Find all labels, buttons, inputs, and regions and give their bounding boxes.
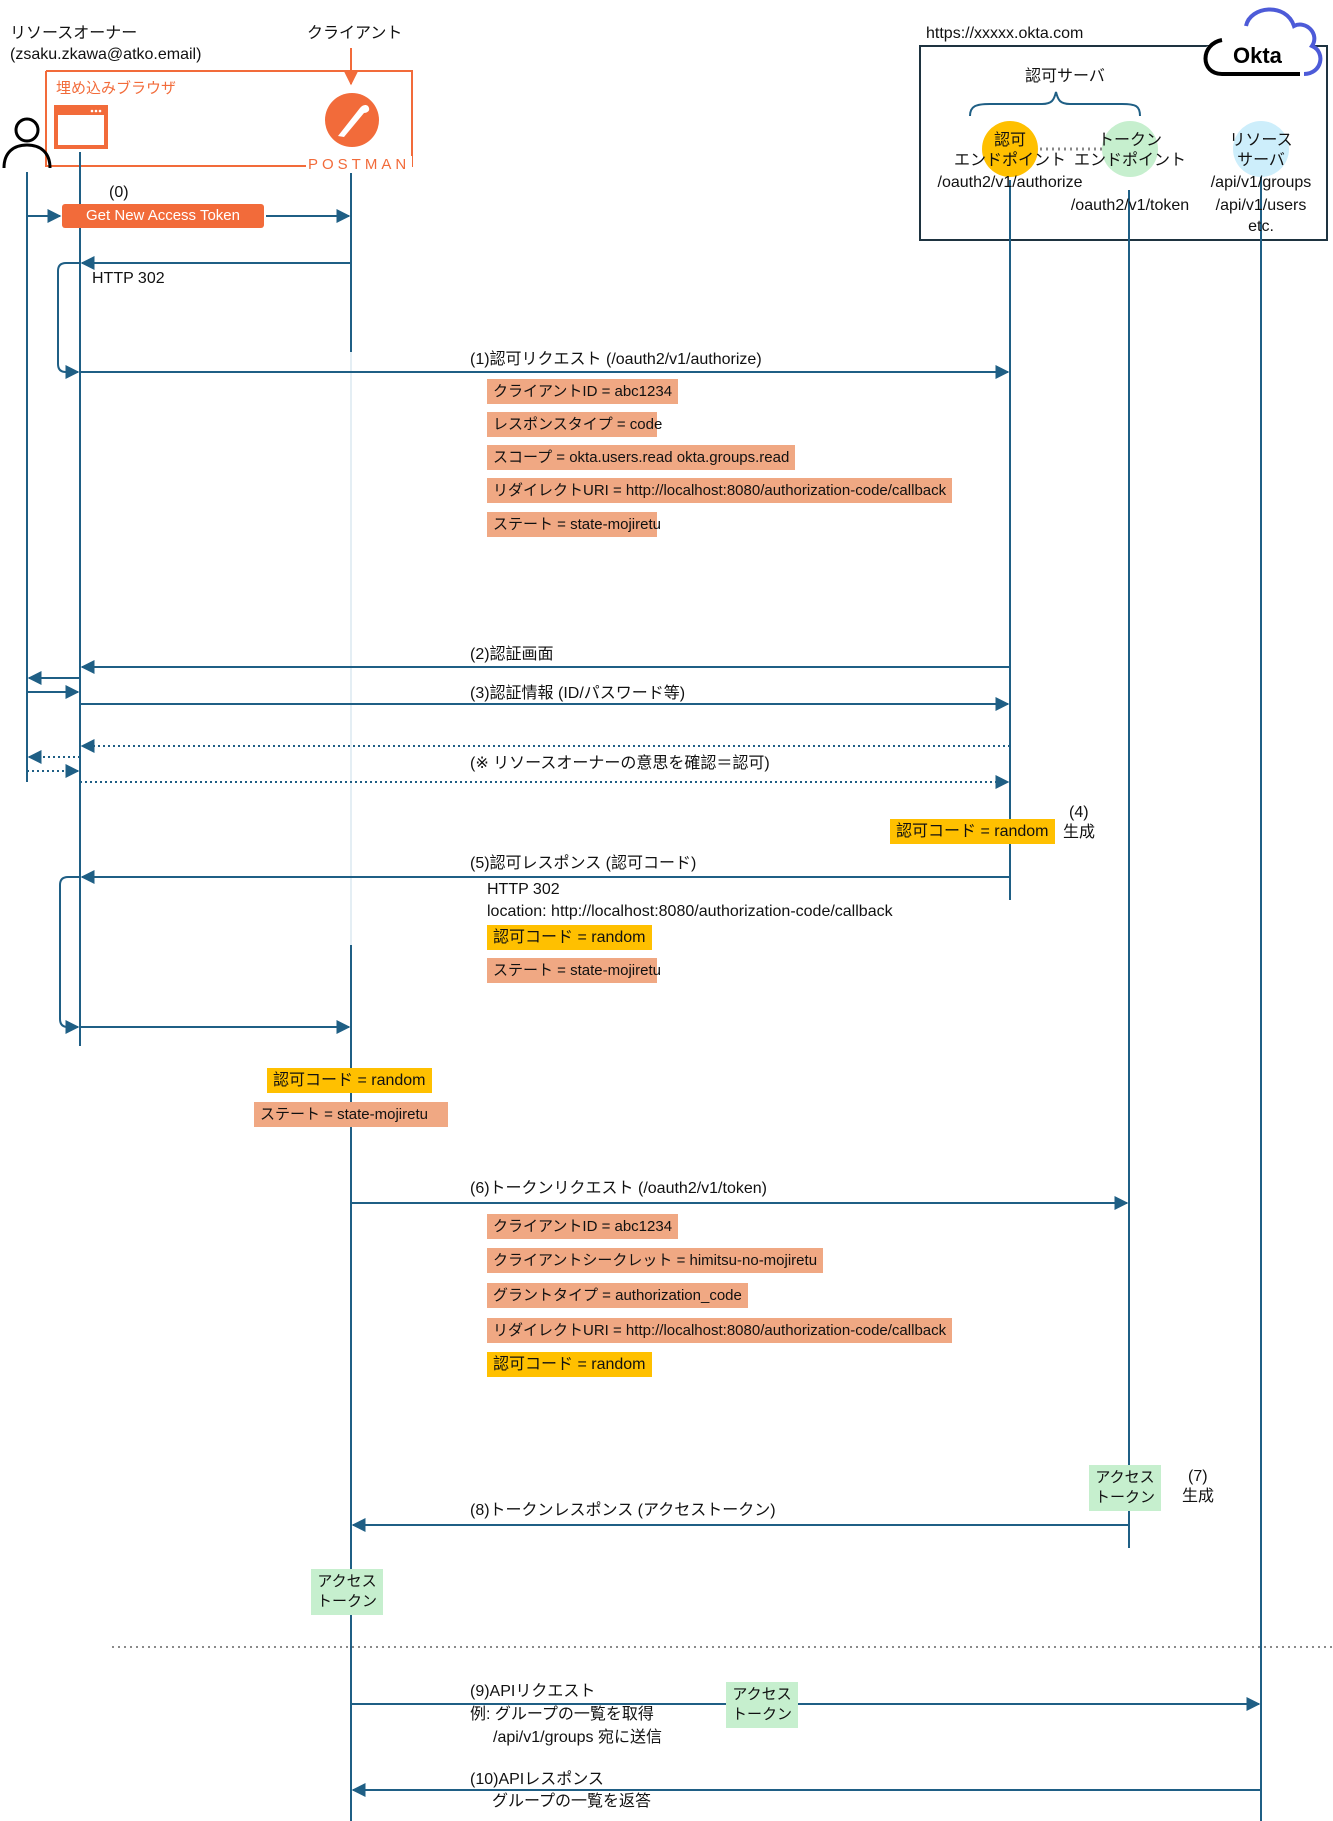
step5-label: (5)認可レスポンス (認可コード) bbox=[470, 855, 697, 872]
state-tag: ステート = state-mojiretu bbox=[254, 1102, 448, 1127]
auth-code-tag: 認可コード = random bbox=[267, 1068, 432, 1093]
step6-label: (6)トークンリクエスト (/oauth2/v1/token) bbox=[470, 1180, 767, 1197]
browser-window-icon bbox=[54, 105, 108, 149]
step3-label: (3)認証情報 (ID/パスワード等) bbox=[470, 685, 686, 702]
step7-number: (7) bbox=[1188, 1468, 1208, 1485]
param-tag: クライアントID = abc1234 bbox=[487, 1214, 679, 1239]
token-endpoint-line1: トークン bbox=[1097, 132, 1162, 149]
authorize-endpoint-line1: 認可 bbox=[993, 132, 1026, 149]
param-tag: リダイレクトURI = http://localhost:8080/author… bbox=[487, 478, 953, 503]
resource-server-path: /api/v1/users bbox=[1215, 197, 1307, 214]
state-tag: ステート = state-mojiretu bbox=[487, 958, 661, 983]
access-token-tag: アクセス トークン bbox=[311, 1569, 384, 1615]
param-tag: レスポンスタイプ = code bbox=[487, 412, 662, 437]
token-endpoint-line2: エンドポイント bbox=[1073, 152, 1186, 169]
authorize-endpoint-line2: エンドポイント bbox=[953, 152, 1066, 169]
resource-server-path: /api/v1/groups bbox=[1210, 174, 1312, 191]
okta-cloud-icon bbox=[1199, 7, 1323, 76]
token-endpoint-circle bbox=[1102, 121, 1158, 177]
step9-example: 例: グループの一覧を取得 bbox=[470, 1706, 654, 1723]
auth-code-tag: 認可コード = random bbox=[487, 925, 652, 950]
get-new-access-token-button[interactable]: Get New Access Token bbox=[62, 204, 264, 228]
step4-number: (4) bbox=[1069, 804, 1089, 821]
param-tag: ステート = state-mojiretu bbox=[487, 512, 661, 537]
step5-status: HTTP 302 bbox=[487, 881, 560, 898]
resource-server-line2: サーバ bbox=[1237, 152, 1285, 169]
resource-server-line1: リソース bbox=[1229, 132, 1293, 149]
param-tag: グラントタイプ = authorization_code bbox=[487, 1283, 748, 1308]
step1-label: (1)認可リクエスト (/oauth2/v1/authorize) bbox=[470, 351, 762, 368]
okta-tenant-box bbox=[919, 45, 1328, 241]
access-token-tag: アクセス トークン bbox=[726, 1682, 799, 1728]
param-tag: スコープ = okta.users.read okta.groups.read bbox=[487, 445, 796, 470]
step2-label: (2)認証画面 bbox=[470, 646, 554, 663]
step10-detail: グループの一覧を返答 bbox=[492, 1793, 652, 1810]
auth-server-brace bbox=[969, 91, 1141, 117]
resource-server-circle bbox=[1233, 121, 1289, 177]
step7-action: 生成 bbox=[1182, 1488, 1215, 1505]
resource-owner-label: リソースオーナー bbox=[10, 25, 138, 42]
step5-location: location: http://localhost:8080/authoriz… bbox=[487, 903, 893, 920]
param-tag: クライアントシークレット = himitsu-no-mojiretu bbox=[487, 1248, 824, 1273]
postman-wordmark: POSTMAN bbox=[306, 156, 413, 173]
resource-server-path: etc. bbox=[1248, 218, 1274, 235]
auth-code-tag: 認可コード = random bbox=[890, 819, 1055, 844]
step0-number: (0) bbox=[109, 184, 129, 201]
okta-brand: Okta bbox=[1233, 43, 1282, 68]
resource-owner-icon bbox=[2, 117, 52, 169]
step8-label: (8)トークンレスポンス (アクセストークン) bbox=[470, 1502, 776, 1519]
auth-code-tag: 認可コード = random bbox=[487, 1352, 652, 1377]
param-tag: クライアントID = abc1234 bbox=[487, 379, 679, 404]
postman-logo-icon bbox=[325, 93, 379, 147]
auth-server-label: 認可サーバ bbox=[1025, 68, 1105, 85]
step4-action: 生成 bbox=[1063, 824, 1096, 841]
authorize-endpoint-circle bbox=[982, 121, 1038, 177]
embedded-browser-label: 埋め込みブラウザ bbox=[56, 80, 177, 97]
redirect-http302-label: HTTP 302 bbox=[92, 270, 165, 287]
step10-label: (10)APIレスポンス bbox=[470, 1771, 604, 1788]
authorize-endpoint-path: /oauth2/v1/authorize bbox=[937, 174, 1083, 191]
client-label: クライアント bbox=[307, 25, 403, 42]
param-tag: リダイレクトURI = http://localhost:8080/author… bbox=[487, 1318, 953, 1343]
access-token-tag: アクセス トークン bbox=[1089, 1465, 1162, 1511]
okta-url: https://xxxxx.okta.com bbox=[926, 25, 1084, 42]
step9-label: (9)APIリクエスト bbox=[470, 1683, 596, 1700]
consent-label: (※ リソースオーナーの意思を確認＝認可) bbox=[470, 755, 770, 772]
step9-target: /api/v1/groups 宛に送信 bbox=[493, 1729, 662, 1746]
resource-owner-email: (zsaku.zkawa@atko.email) bbox=[10, 46, 202, 63]
token-endpoint-path: /oauth2/v1/token bbox=[1070, 197, 1190, 214]
